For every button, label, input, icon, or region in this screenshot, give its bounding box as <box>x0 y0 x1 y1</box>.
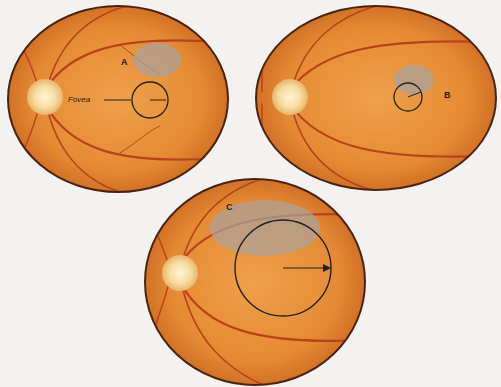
fundus-a <box>8 5 228 195</box>
figure-letter: A <box>121 58 128 67</box>
fovea-label: Fovea <box>68 96 90 104</box>
figure-letter: B <box>444 91 451 100</box>
figure-letter: C <box>226 203 233 212</box>
fundus-b <box>256 5 496 192</box>
fundus-c <box>145 178 365 386</box>
